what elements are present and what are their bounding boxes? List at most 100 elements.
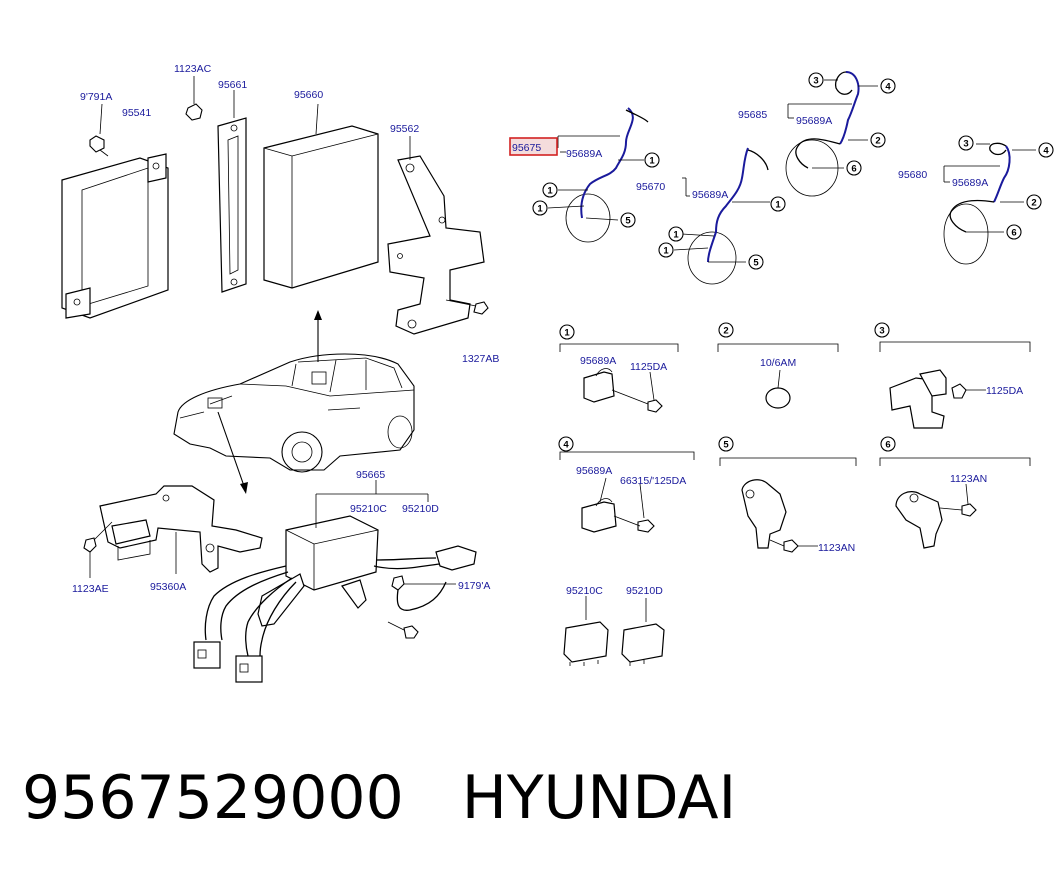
callout-number-2: 2 [723, 325, 728, 336]
arrow-from-car-bottom [217, 411, 248, 494]
bolt-1123ac [185, 76, 203, 121]
screw-9791a-top [89, 103, 109, 157]
footer-caption: 9567529000 HYUNDAI [22, 762, 736, 834]
callout-number-2: 2 [1031, 197, 1036, 208]
callout-circle-4 [1038, 142, 1054, 158]
label-95675[interactable]: 95675 [512, 142, 541, 154]
callout-number-3: 3 [963, 138, 968, 149]
callout-number-4: 4 [563, 439, 569, 450]
label-95685[interactable]: 95685 [738, 109, 767, 121]
sensor-95680 [943, 142, 1036, 265]
sensor-95685 [785, 71, 878, 197]
label-9791a-bottom[interactable]: 9179'A [458, 580, 490, 592]
detail-frame-1 [559, 343, 679, 413]
label-95689a-c[interactable]: 95689A [796, 115, 832, 127]
bracket-95541 [61, 153, 169, 319]
callout-circle-2 [1026, 194, 1042, 210]
callout-circle-3 [808, 72, 824, 88]
label-95562[interactable]: 95562 [390, 123, 419, 135]
ecu-95660 [263, 103, 379, 289]
label-detail1-bolt[interactable]: 1125DA [630, 361, 667, 373]
label-95660[interactable]: 95660 [294, 89, 323, 101]
label-95210d-main[interactable]: 95210D [402, 503, 439, 515]
label-detail6-bolt[interactable]: 1123AN [950, 473, 987, 485]
callout-number-1: 1 [564, 327, 570, 338]
label-relay-95210c[interactable]: 95210C [566, 585, 603, 597]
label-1327ab[interactable]: 1327AB [462, 353, 499, 365]
label-detail1-part[interactable]: 95689A [580, 355, 616, 367]
label-95541[interactable]: 95541 [122, 107, 151, 119]
callout-circle-6 [1006, 224, 1022, 240]
callout-number-1: 1 [663, 245, 669, 256]
callout-circle-3 [874, 322, 890, 338]
highlight-box-95675 [509, 137, 558, 156]
callout-circle-2 [718, 322, 734, 338]
label-95689a-d[interactable]: 95689A [952, 177, 988, 189]
label-95689a-b[interactable]: 95689A [692, 189, 728, 201]
brand-caption: HYUNDAI [461, 763, 737, 833]
callout-number-4: 4 [1043, 145, 1049, 156]
part-number-caption: 9567529000 [22, 763, 404, 833]
callout-number-1: 1 [775, 199, 781, 210]
callout-number-3: 3 [879, 325, 884, 336]
detail-frame-2 [717, 343, 839, 409]
label-95665[interactable]: 95665 [356, 469, 385, 481]
screw-9791a-bottom [391, 575, 456, 611]
callout-number-1: 1 [673, 229, 679, 240]
callout-circle-4 [558, 436, 574, 452]
callout-number-6: 6 [851, 163, 856, 174]
arrow-to-car-top [314, 310, 322, 362]
callout-circle-5 [718, 436, 734, 452]
label-detail2-part[interactable]: 10/6AM [760, 357, 796, 369]
label-1123ac[interactable]: 1123AC [174, 63, 212, 75]
callout-circle-3 [958, 135, 974, 151]
callout-circle-6 [880, 436, 896, 452]
label-1123ae[interactable]: 1123AE [72, 583, 109, 595]
label-relay-95210d[interactable]: 95210D [626, 585, 663, 597]
detail-frame-3 [879, 341, 1031, 429]
relay-95210c [563, 596, 609, 666]
callout-circle-1 [559, 324, 575, 340]
callout-circle-1 [644, 152, 660, 168]
label-95689a-a[interactable]: 95689A [566, 148, 602, 160]
label-detail3-bolt[interactable]: 1125DA [986, 385, 1023, 397]
screw-1123ae [83, 521, 113, 578]
bracket-95360a [99, 485, 263, 574]
car-illustration [173, 353, 415, 473]
detail-frame-4 [559, 451, 695, 533]
label-95210c-main[interactable]: 95210C [350, 503, 387, 515]
label-95680[interactable]: 95680 [898, 169, 927, 181]
callout-number-5: 5 [723, 439, 729, 450]
strip-95661 [217, 90, 247, 293]
callout-circle-5 [620, 212, 636, 228]
sensor-95675 [547, 107, 649, 243]
label-detail4-part[interactable]: 95689A [576, 465, 612, 477]
callout-circle-5 [748, 254, 764, 270]
callout-number-1: 1 [537, 203, 543, 214]
label-95360a[interactable]: 95360A [150, 581, 186, 593]
label-95661[interactable]: 95661 [218, 79, 247, 91]
callout-number-2: 2 [875, 135, 880, 146]
callout-circle-1 [770, 196, 786, 212]
callout-circle-1 [542, 182, 558, 198]
callout-circle-6 [846, 160, 862, 176]
callout-circle-1 [658, 242, 674, 258]
callout-circle-4 [880, 78, 896, 94]
callout-number-5: 5 [625, 215, 631, 226]
callout-number-1: 1 [649, 155, 655, 166]
label-detail5-bolt[interactable]: 1123AN [818, 542, 855, 554]
label-95670[interactable]: 95670 [636, 181, 665, 193]
callout-number-4: 4 [885, 81, 891, 92]
callout-number-5: 5 [753, 257, 759, 268]
bracket-95562 [387, 136, 489, 335]
module-95665 [193, 480, 477, 683]
callout-number-3: 3 [813, 75, 818, 86]
callout-number-6: 6 [1011, 227, 1016, 238]
label-detail4-bolt[interactable]: 66315/'125DA [620, 475, 686, 487]
callout-circle-1 [668, 226, 684, 242]
callout-circle-1 [532, 200, 548, 216]
bolt-lower [387, 621, 419, 639]
label-9791a-top[interactable]: 9'791A [80, 91, 112, 103]
